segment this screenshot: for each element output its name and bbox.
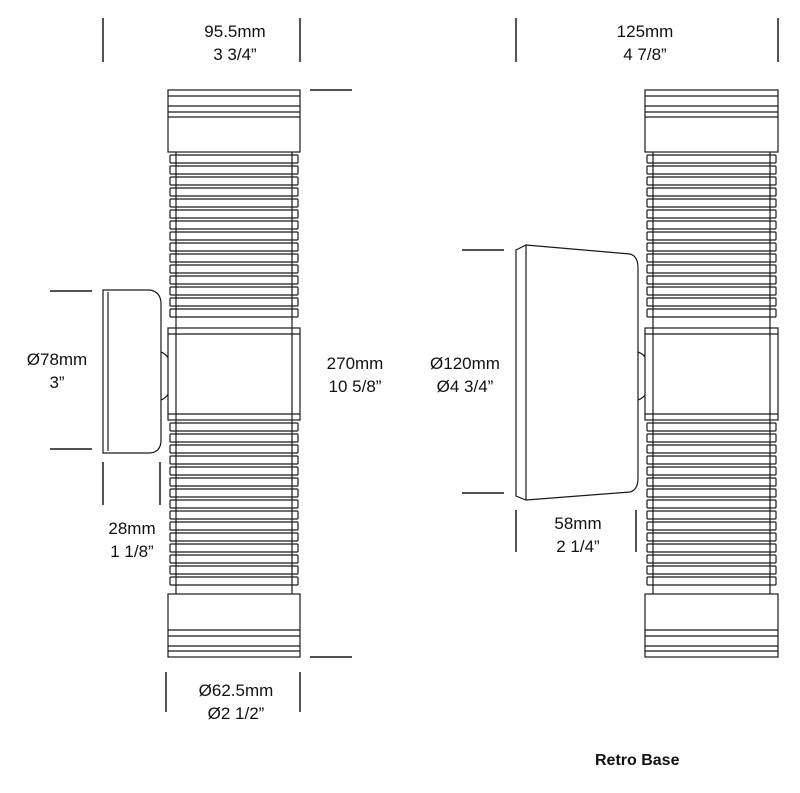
cooling-fin [646, 499, 777, 509]
cooling-fin [646, 286, 777, 296]
cooling-fin [169, 209, 299, 219]
cooling-fin [169, 466, 299, 476]
cooling-fin [169, 264, 299, 274]
cooling-fin [646, 521, 777, 531]
mounting-base [102, 289, 162, 454]
cooling-fin [169, 543, 299, 553]
cooling-fin [169, 532, 299, 542]
cooling-fin [169, 308, 299, 318]
cooling-fin [646, 477, 777, 487]
cooling-fin [169, 231, 299, 241]
left-base-depth-imperial: 1 1/8” [110, 542, 154, 561]
center-collar [644, 327, 779, 421]
left-base-diameter-imperial: 3” [49, 373, 65, 392]
right-base-depth-label: 58mm 2 1/4” [528, 512, 628, 558]
cooling-fin [646, 488, 777, 498]
left-fixture-standard-base [102, 89, 301, 658]
cooling-fin [646, 422, 777, 432]
cooling-fin [646, 176, 777, 186]
body-diameter-imperial: Ø2 1/2” [207, 704, 265, 723]
cooling-fin [169, 242, 299, 252]
cooling-fin [169, 187, 299, 197]
cooling-fin [169, 198, 299, 208]
cooling-fin [646, 433, 777, 443]
cooling-fin [646, 198, 777, 208]
right-base-depth-imperial: 2 1/4” [556, 537, 600, 556]
cooling-fin [646, 154, 777, 164]
height-metric: 270mm [326, 354, 384, 373]
cooling-fin [646, 444, 777, 454]
right-width-label: 125mm 4 7/8” [575, 20, 715, 66]
right-fixture-retro-base [515, 89, 779, 658]
top-cap [644, 89, 779, 153]
cooling-fin [169, 275, 299, 285]
cooling-fin [646, 209, 777, 219]
cooling-fin [646, 253, 777, 263]
left-base-depth-metric: 28mm [108, 519, 156, 538]
cooling-fin [646, 275, 777, 285]
height-imperial: 10 5/8” [328, 377, 382, 396]
cooling-fin [646, 165, 777, 175]
cooling-fin [646, 264, 777, 274]
cooling-fin [646, 554, 777, 564]
cooling-fin [169, 499, 299, 509]
cooling-fin [169, 286, 299, 296]
cooling-fin [646, 231, 777, 241]
height-label: 270mm 10 5/8” [305, 352, 405, 398]
cooling-fin [169, 510, 299, 520]
cooling-fin [169, 565, 299, 575]
cooling-fin [646, 543, 777, 553]
body-diameter-metric: Ø62.5mm [198, 681, 274, 700]
right-base-diameter-metric: Ø120mm [430, 354, 500, 373]
right-width-metric: 125mm [616, 22, 674, 41]
left-width-imperial: 3 3/4” [213, 45, 257, 64]
right-width-imperial: 4 7/8” [623, 45, 667, 64]
right-base-diameter-label: Ø120mm Ø4 3/4” [410, 352, 520, 398]
left-width-metric: 95.5mm [204, 22, 266, 41]
retro-mounting-base [515, 244, 639, 501]
retro-base-caption: Retro Base [595, 752, 680, 769]
right-base-diameter-imperial: Ø4 3/4” [436, 377, 494, 396]
cooling-fin [169, 477, 299, 487]
right-base-depth-metric: 58mm [554, 514, 602, 533]
cooling-fin [169, 521, 299, 531]
cooling-fin [646, 532, 777, 542]
cooling-fin [646, 455, 777, 465]
cooling-fin [169, 576, 299, 586]
left-base-depth-label: 28mm 1 1/8” [82, 517, 182, 563]
cooling-fin [169, 554, 299, 564]
cooling-fin [169, 488, 299, 498]
cooling-fin [169, 176, 299, 186]
cooling-fin [646, 565, 777, 575]
cooling-fin [169, 433, 299, 443]
cooling-fin [169, 154, 299, 164]
cooling-fin [169, 455, 299, 465]
cooling-fin [169, 253, 299, 263]
top-cap [167, 89, 301, 153]
cooling-fin [646, 220, 777, 230]
cooling-fin [646, 510, 777, 520]
cooling-fin [646, 466, 777, 476]
bottom-cap [644, 593, 779, 658]
dimension-lines [50, 18, 779, 712]
cooling-fin [169, 165, 299, 175]
left-base-diameter-metric: Ø78mm [26, 350, 88, 369]
cooling-fin [169, 444, 299, 454]
cooling-fin [646, 308, 777, 318]
cooling-fin [646, 187, 777, 197]
bottom-cap [167, 593, 301, 658]
cooling-fin [646, 297, 777, 307]
cooling-fin [169, 220, 299, 230]
left-base-diameter-label: Ø78mm 3” [2, 348, 112, 394]
cooling-fin [169, 297, 299, 307]
left-width-label: 95.5mm 3 3/4” [165, 20, 305, 66]
center-collar [167, 327, 301, 421]
cooling-fin [169, 422, 299, 432]
cooling-fin [646, 576, 777, 586]
cooling-fin [646, 242, 777, 252]
body-diameter-label: Ø62.5mm Ø2 1/2” [168, 679, 304, 725]
